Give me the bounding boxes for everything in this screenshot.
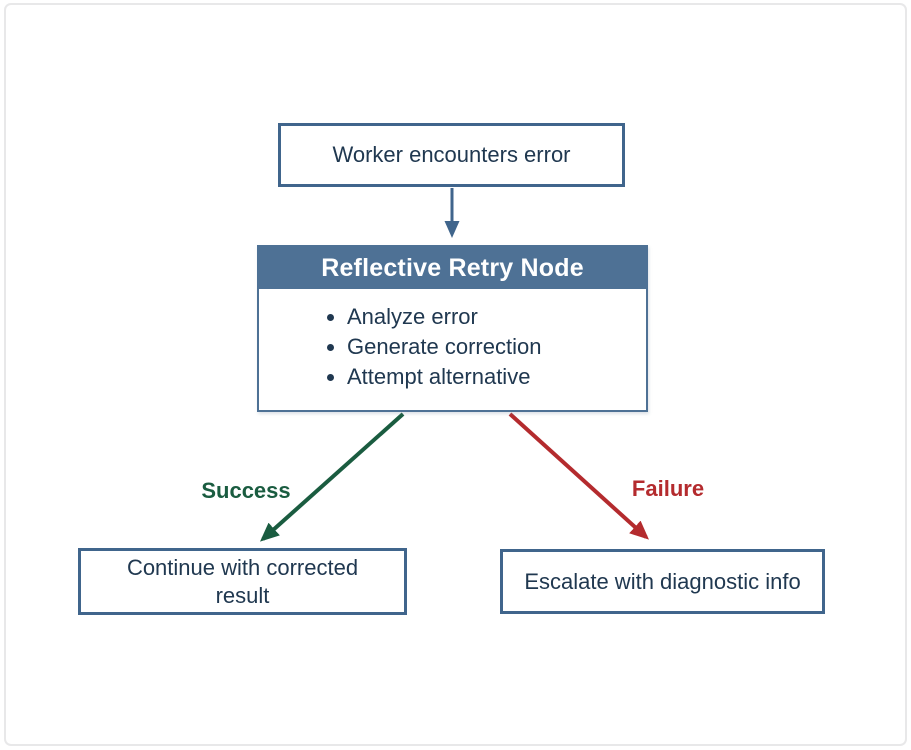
retry-bullet-list: Analyze error Generate correction Attemp… (259, 289, 646, 392)
edge-label-success: Success (201, 478, 291, 503)
node-escalate-info: Escalate with diagnostic info (500, 549, 825, 614)
node-escalate-info-label: Escalate with diagnostic info (524, 568, 801, 594)
retry-bullet-generate: Generate correction (347, 332, 638, 362)
node-continue-result-label: Continue with corrected result (126, 555, 359, 608)
node-reflective-retry: Reflective Retry Node Analyze error Gene… (257, 245, 648, 412)
node-reflective-retry-title: Reflective Retry Node (259, 247, 646, 289)
retry-bullet-attempt: Attempt alternative (347, 362, 638, 392)
node-continue-result: Continue with corrected result (78, 548, 407, 615)
node-worker-error: Worker encounters error (278, 123, 625, 187)
node-reflective-retry-body: Analyze error Generate correction Attemp… (259, 289, 646, 392)
retry-bullet-analyze: Analyze error (347, 302, 638, 332)
node-worker-error-label: Worker encounters error (332, 142, 571, 168)
edge-label-failure: Failure (631, 476, 705, 501)
